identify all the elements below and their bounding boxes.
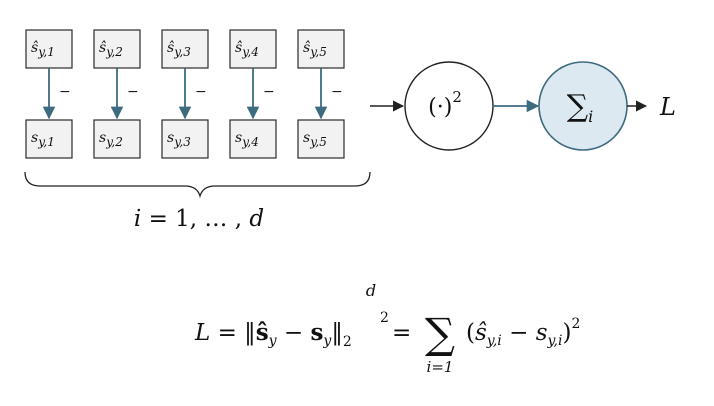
minus-sign: −	[127, 84, 139, 100]
svg-text:d: d	[366, 281, 376, 300]
minus-sign: −	[59, 84, 71, 100]
loss-formula: L = ‖ŝy − sy‖2 2 = d ∑ i=1 (ŝy,i − sy,i)…	[194, 281, 580, 376]
square-node-label: (·)2	[428, 88, 462, 120]
svg-text:L = ‖ŝy − sy‖2: L = ‖ŝy − sy‖2	[194, 319, 352, 350]
svg-text:∑: ∑	[425, 309, 455, 358]
value-label: sy,3	[167, 130, 191, 149]
svg-text:=: =	[392, 320, 411, 346]
output-label: L	[659, 93, 676, 121]
minus-sign: −	[263, 84, 275, 100]
hat-label: ŝy,1	[31, 40, 55, 59]
value-box	[93, 119, 141, 159]
value-label: sy,1	[31, 130, 55, 149]
svg-text:2: 2	[380, 310, 389, 326]
svg-text:i=1: i=1	[427, 358, 454, 376]
index-brace	[24, 171, 371, 199]
brace-label: i = 1, … , d	[134, 206, 264, 232]
value-box	[297, 119, 345, 159]
hat-label: ŝy,2	[99, 40, 123, 59]
hat-label: ŝy,3	[167, 40, 191, 59]
value-box	[161, 119, 209, 159]
hat-box	[297, 29, 345, 69]
value-label: sy,4	[235, 130, 259, 149]
hat-box	[25, 29, 73, 69]
sum-node-label: ∑i	[567, 89, 594, 126]
minus-sign: −	[195, 84, 207, 100]
hat-label: ŝy,4	[235, 40, 259, 59]
hat-box	[161, 29, 209, 69]
hat-label: ŝy,5	[303, 40, 327, 59]
minus-sign: −	[331, 84, 343, 100]
value-box	[25, 119, 73, 159]
hat-box	[93, 29, 141, 69]
svg-text:(ŝy,i − sy,i)2: (ŝy,i − sy,i)2	[466, 316, 580, 349]
value-label: sy,2	[99, 130, 123, 149]
value-box	[229, 119, 277, 159]
value-label: sy,5	[303, 130, 327, 149]
difference-columns: ŝy,1 − sy,1 ŝy,2 − sy,2 ŝy,3 − sy,3 ŝy,4 − sy,4 ŝy,5…	[25, 29, 345, 159]
